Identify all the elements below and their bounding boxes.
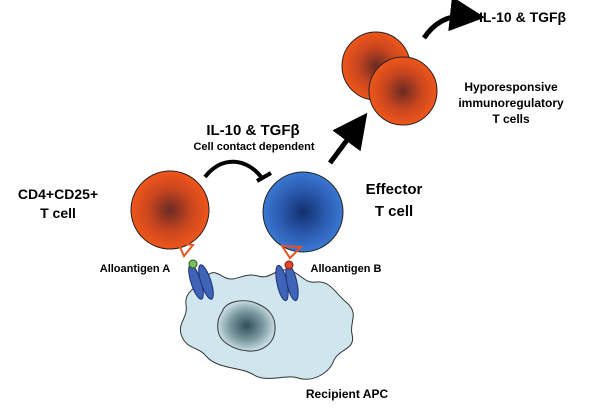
cell-contact-label: Cell contact dependent: [193, 141, 314, 153]
suppression-arrow: [203, 159, 264, 180]
effector-label-line2: T cell: [375, 203, 413, 220]
top-cytokines-label: IL-10 & TGFβ: [479, 9, 567, 25]
mid-cytokines-label: IL-10 & TGFβ: [206, 122, 299, 139]
hyporesponsive-cell-front: [368, 56, 438, 126]
effector-label-line1: Effector: [366, 181, 423, 198]
effector-tcr: [280, 244, 304, 260]
output-arrow-top: [421, 0, 485, 40]
treg-label-line1: CD4+CD25+: [18, 186, 98, 202]
treg-cell: [130, 170, 210, 250]
hyporesponsive-label-line3: T cells: [492, 112, 530, 126]
alloantigen-b-dot: [284, 260, 294, 270]
conversion-arrow: [327, 112, 368, 165]
treg-tcr: [176, 241, 195, 258]
alloantigen-b-label: Alloantigen B: [311, 263, 382, 275]
treg-label-line2: T cell: [40, 205, 76, 221]
apc-label: Recipient APC: [306, 387, 389, 401]
hyporesponsive-label-line2: immunoregulatory: [458, 96, 564, 110]
mhc-receptor-a: [188, 264, 214, 300]
effector-cell: [262, 171, 344, 253]
hyporesponsive-label-line1: Hyporesponsive: [464, 80, 558, 94]
inhibition-bar: [256, 171, 272, 183]
alloantigen-a-label: Alloantigen A: [100, 263, 171, 275]
apc-nucleus: [217, 300, 276, 352]
alloantigen-a-dot: [188, 259, 198, 269]
